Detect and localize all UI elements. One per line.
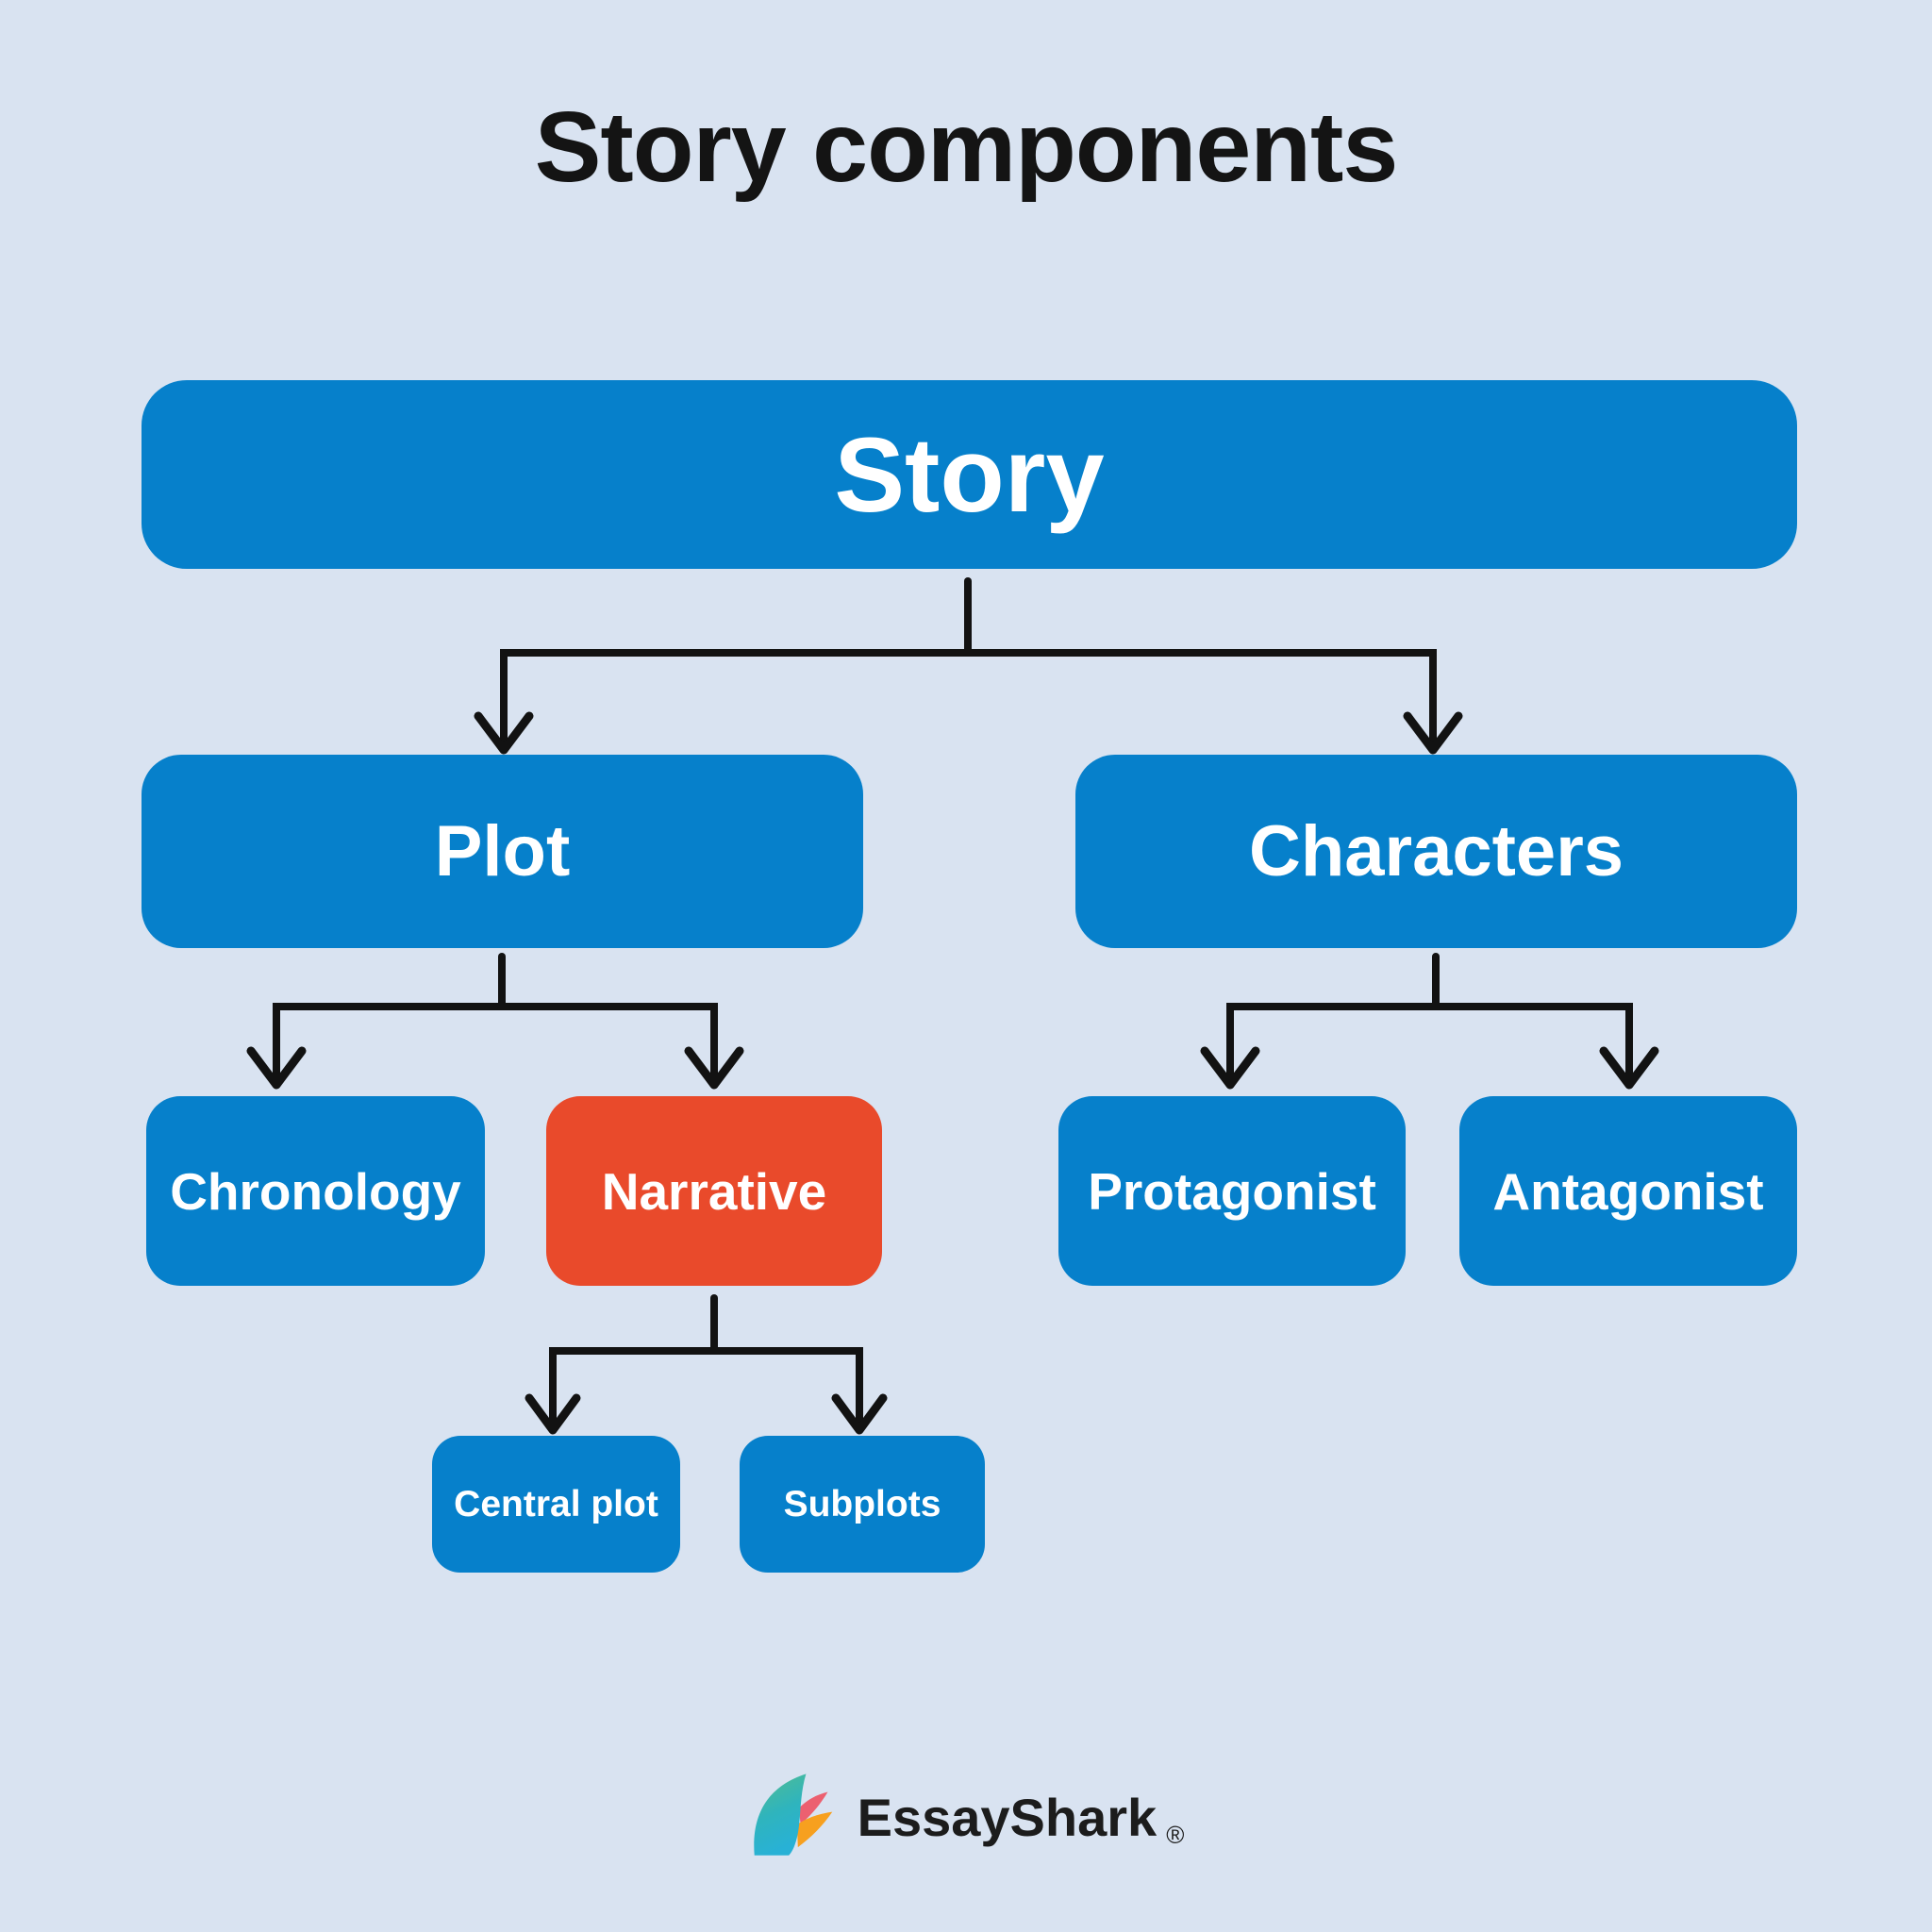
footer-brand: EssayShark ® <box>0 1772 1932 1858</box>
node-story: Story <box>142 380 1797 569</box>
node-narrative: Narrative <box>546 1096 882 1286</box>
arrowhead-chronology <box>246 1046 307 1090</box>
node-characters-label: Characters <box>1248 811 1624 891</box>
node-subplots: Subplots <box>740 1436 985 1573</box>
node-antagonist-label: Antagonist <box>1492 1161 1764 1221</box>
brand-name: EssayShark <box>857 1788 1158 1847</box>
arrowhead-central-plot <box>525 1393 581 1435</box>
node-plot: Plot <box>142 755 863 948</box>
arrowhead-antagonist <box>1599 1046 1659 1090</box>
arrowhead-plot <box>474 711 534 755</box>
arrowhead-protagonist <box>1200 1046 1260 1090</box>
node-chronology-label: Chronology <box>170 1161 461 1221</box>
essayshark-fin-icon <box>753 1774 832 1856</box>
node-narrative-label: Narrative <box>601 1161 827 1221</box>
connector-plot-children <box>246 953 744 1090</box>
arrowhead-characters <box>1403 711 1463 755</box>
connector-characters-children <box>1200 953 1659 1090</box>
connector-story-children <box>474 577 1463 755</box>
node-central-plot-label: Central plot <box>454 1483 658 1524</box>
arrowhead-narrative <box>684 1046 744 1090</box>
connector-narrative-children <box>525 1294 888 1435</box>
page-title: Story components <box>534 92 1399 203</box>
node-characters: Characters <box>1075 755 1797 948</box>
node-central-plot: Central plot <box>432 1436 680 1573</box>
node-story-label: Story <box>834 415 1105 534</box>
node-protagonist: Protagonist <box>1058 1096 1406 1286</box>
arrowhead-subplots <box>831 1393 888 1435</box>
node-antagonist: Antagonist <box>1459 1096 1797 1286</box>
node-chronology: Chronology <box>146 1096 485 1286</box>
node-protagonist-label: Protagonist <box>1088 1161 1376 1221</box>
registered-trademark-symbol: ® <box>1166 1821 1185 1849</box>
node-subplots-label: Subplots <box>783 1483 941 1524</box>
node-plot-label: Plot <box>434 811 571 891</box>
